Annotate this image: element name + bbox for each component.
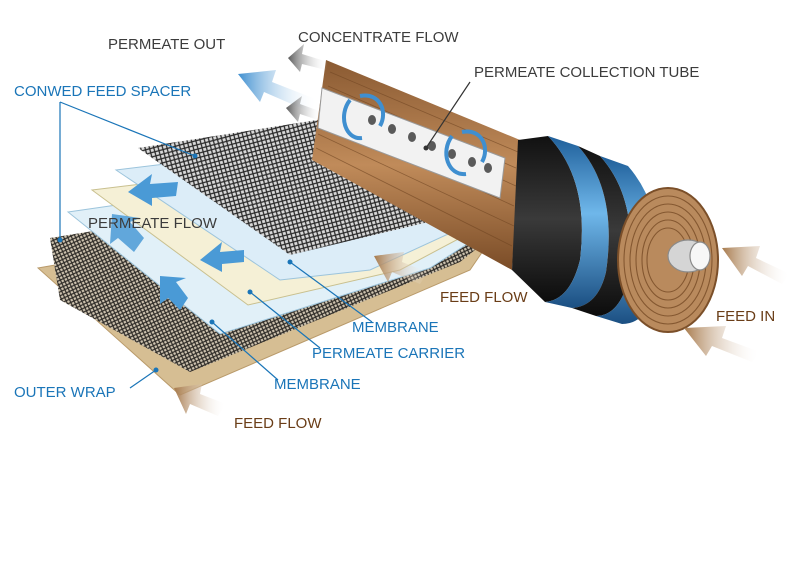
leader-membrane-bottom [211,321,279,381]
center-tube-opening [689,241,711,271]
black-band [512,136,582,302]
label-outer-wrap: OUTER WRAP [14,384,116,401]
permeate-flow-arrow-icon-4 [160,276,188,310]
leader-conwed-b [59,101,196,157]
feed-in-arrow-icon-2 [684,326,760,362]
label-permeate-collection-tube: PERMEATE COLLECTION TUBE [474,64,699,81]
label-concentrate-flow: CONCENTRATE FLOW [298,29,459,46]
label-conwed-feed-spacer: CONWED FEED SPACER [14,83,191,100]
permeate-swirl-icon [342,93,488,177]
label-feed-in: FEED IN [716,308,775,325]
permeate-flow-arrow-icon-2 [110,214,144,252]
leader-membrane-top [289,261,373,323]
feed-flow-bottom-arrow-icon [174,384,226,416]
label-permeate-out: PERMEATE OUT [108,36,225,53]
concentrate-arrow-icon [288,44,328,72]
conwed-feed-spacer-sheet [138,118,500,255]
leader-collection-tube [425,81,471,149]
label-membrane-top: MEMBRANE [352,319,439,336]
label-permeate-carrier: PERMEATE CARRIER [312,345,465,362]
leader-outer-wrap [129,369,157,389]
permeate-out-arrow-icon [238,70,318,112]
black-band-2 [572,146,631,316]
label-feed-flow-right: FEED FLOW [440,289,528,306]
feed-in-arrow-icon [722,246,790,284]
concentrate-arrow-icon-2 [286,96,322,122]
leader-permeate-carrier [249,291,321,349]
membrane-element-cylinder [312,60,719,333]
blue-band-1 [545,136,609,308]
permeate-flow-arrow-icon-3 [200,242,244,272]
permeate-flow-arrow-icon [128,174,178,206]
feed-flow-arrow-icon [374,252,428,284]
label-permeate-flow: PERMEATE FLOW [88,215,218,232]
label-feed-flow-bottom: FEED FLOW [234,415,322,432]
label-membrane-bottom: MEMBRANE [274,376,361,393]
